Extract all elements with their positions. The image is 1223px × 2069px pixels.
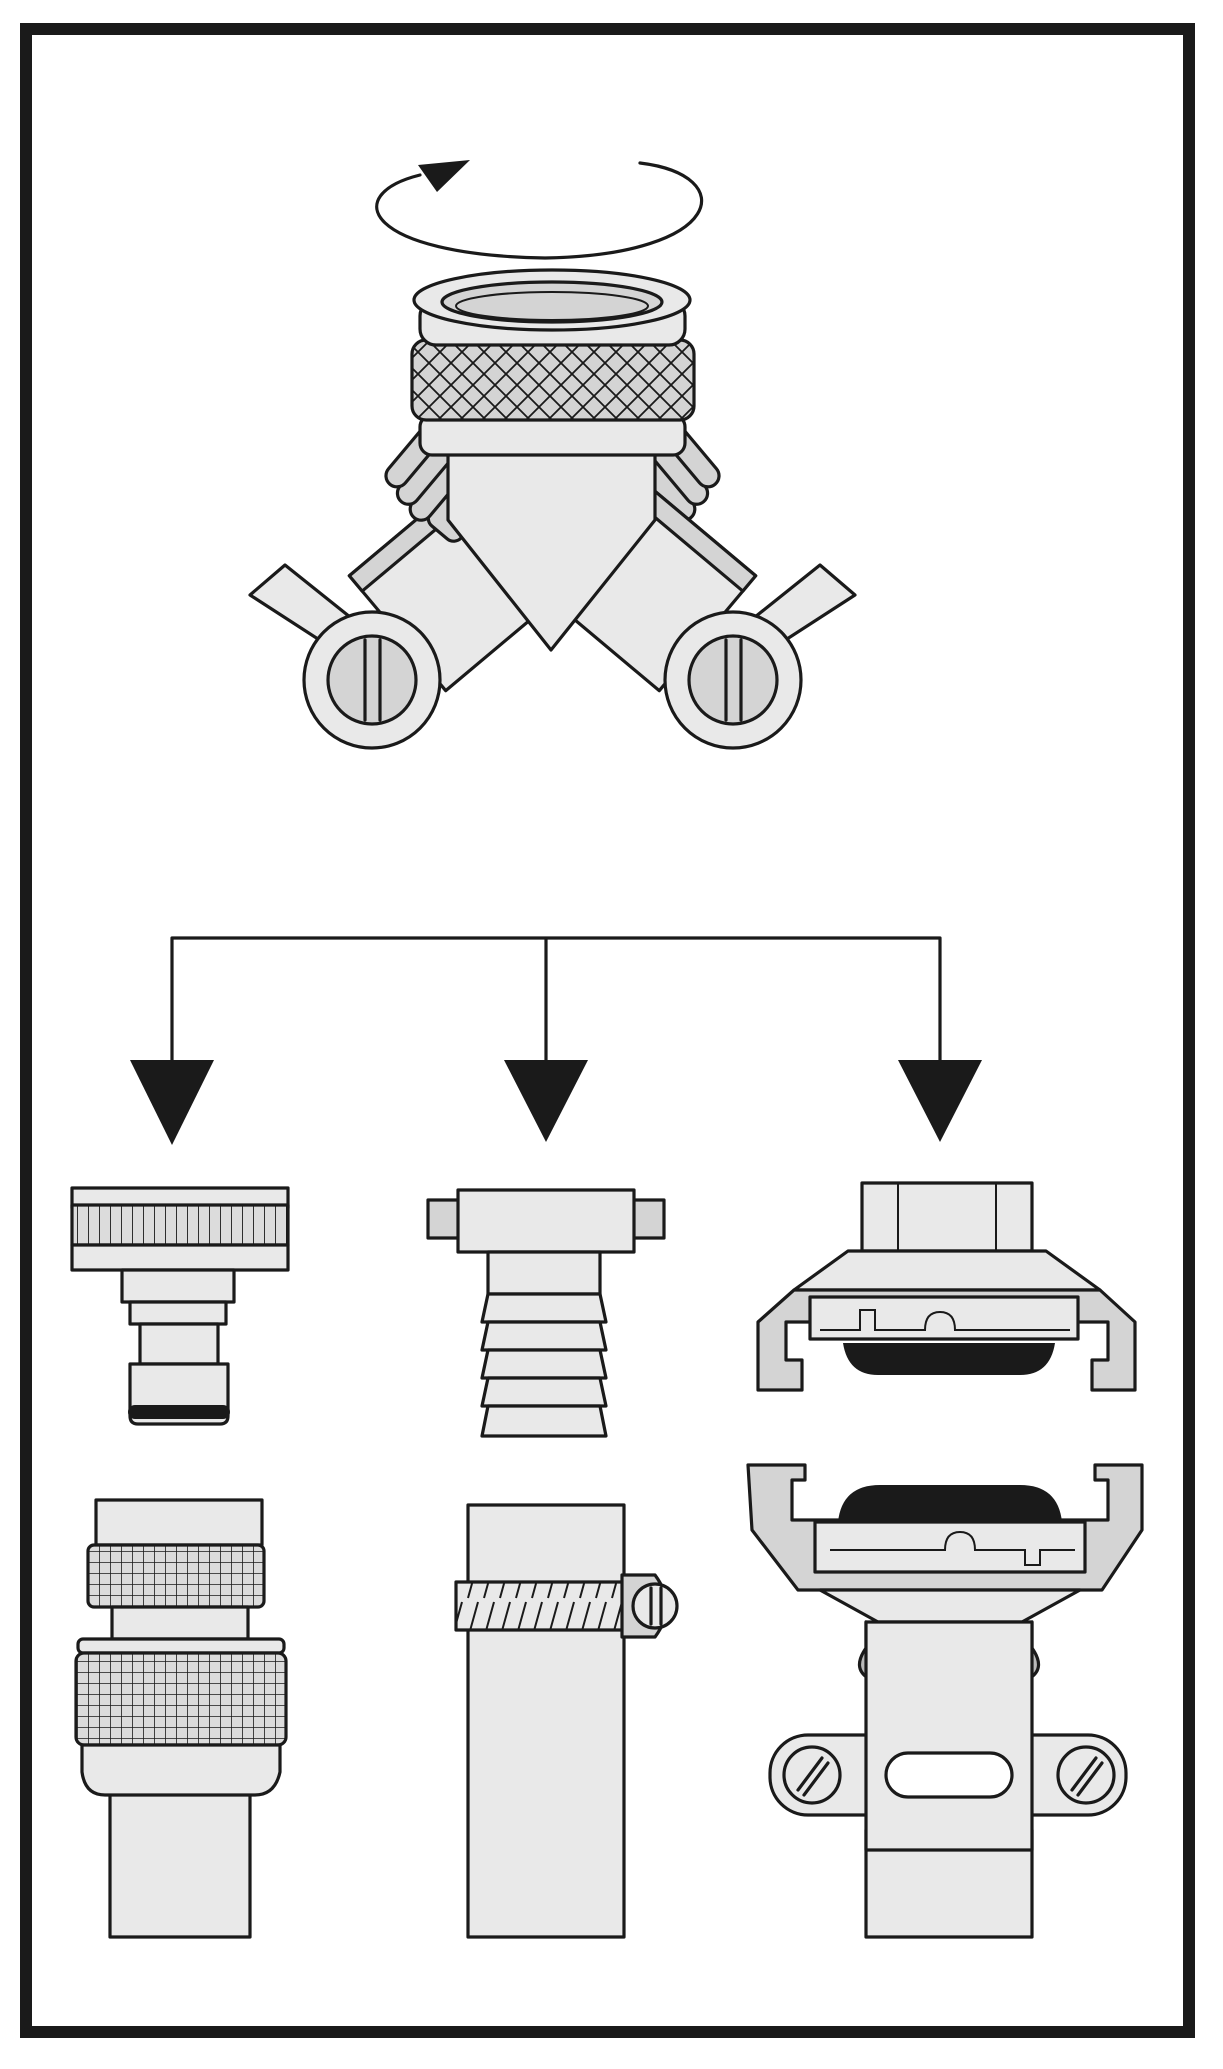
hose-clamp-icon — [454, 1503, 679, 1939]
arrowhead-right — [898, 1060, 982, 1142]
arrowhead-left — [130, 1060, 214, 1145]
quick-connect-tap-adapter-icon — [70, 1186, 290, 1426]
y-splitter-icon — [248, 268, 857, 750]
rotate-arrow-icon — [375, 160, 704, 260]
three-way-arrow-icon — [130, 936, 982, 1145]
arrowhead-middle — [504, 1060, 588, 1142]
right-valve-lever-icon — [663, 563, 857, 750]
barbed-hose-tail-icon — [426, 1188, 666, 1438]
claw-coupling-icon — [756, 1181, 1137, 1392]
left-valve-lever-icon — [248, 563, 442, 750]
quick-connect-hose-coupling-icon — [74, 1498, 288, 1939]
claw-coupling-hose-end-icon — [746, 1463, 1144, 1939]
outer-frame — [20, 23, 1195, 2038]
